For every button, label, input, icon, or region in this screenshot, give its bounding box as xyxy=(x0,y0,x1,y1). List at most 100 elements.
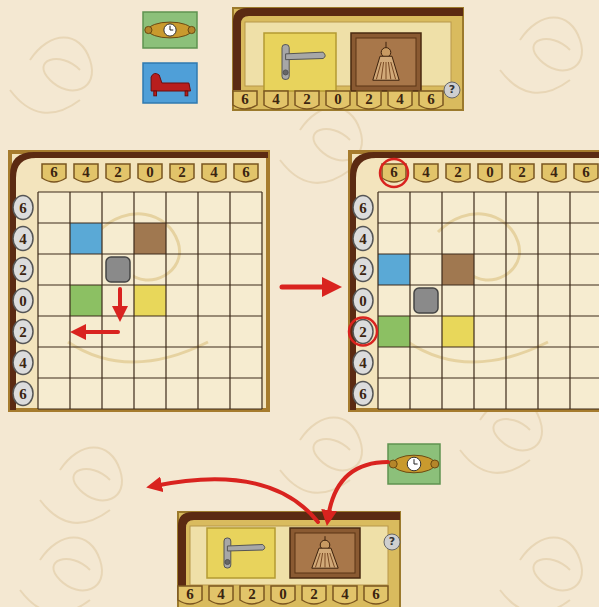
player-board xyxy=(233,8,463,110)
score-number: 4 xyxy=(9,229,37,249)
grid-line xyxy=(378,191,599,192)
score-number: 2 xyxy=(355,89,383,109)
empty-cell xyxy=(411,286,441,315)
yellow-tile xyxy=(264,33,336,91)
grid-line xyxy=(378,315,599,316)
score-number: 0 xyxy=(269,584,297,604)
grid-line xyxy=(378,346,599,347)
board-trim xyxy=(233,8,463,90)
score-number: 6 xyxy=(9,198,37,218)
grid-line xyxy=(377,192,378,409)
sofa-shape xyxy=(151,73,190,91)
tassel-fringe xyxy=(386,62,387,79)
brown-tile xyxy=(290,528,360,578)
score-number: 2 xyxy=(349,260,377,280)
score-number: 4 xyxy=(349,229,377,249)
score-number: 6 xyxy=(176,584,204,604)
score-number: 4 xyxy=(540,162,568,182)
help-mark: ? xyxy=(378,532,406,552)
grid-board xyxy=(350,152,599,410)
board-frame xyxy=(350,152,599,410)
grid-line xyxy=(537,192,538,409)
tassel-fringe xyxy=(327,553,329,567)
tile-out-arrow xyxy=(154,479,318,522)
green-tile xyxy=(70,285,102,316)
grid-line xyxy=(38,222,262,223)
grid-line xyxy=(197,192,198,409)
grid-line xyxy=(378,253,599,254)
blue-tile xyxy=(378,254,410,285)
background-swirl xyxy=(500,70,570,93)
score-number: 6 xyxy=(231,89,259,109)
handle-plate xyxy=(224,538,231,568)
shields xyxy=(13,82,598,604)
score-number: 2 xyxy=(104,162,132,182)
brown-tile xyxy=(351,33,421,91)
score-number: 0 xyxy=(9,291,37,311)
grid-line xyxy=(229,192,230,409)
score-number: 2 xyxy=(9,322,37,342)
blue-tile xyxy=(70,223,102,254)
grid-line xyxy=(101,192,102,409)
grid-line xyxy=(165,192,166,409)
clock-icon xyxy=(389,455,439,473)
score-number: 6 xyxy=(40,162,68,182)
grid-line xyxy=(38,253,262,254)
clock-scroll xyxy=(145,26,152,33)
grid-line xyxy=(37,192,38,409)
grid-board xyxy=(10,152,268,410)
highlight-circle xyxy=(380,159,408,187)
score-number: 6 xyxy=(362,584,390,604)
score-number: 0 xyxy=(136,162,164,182)
sofa-icon xyxy=(151,73,190,95)
handle-plate xyxy=(282,45,289,80)
clock-face xyxy=(407,457,421,471)
background-swirl xyxy=(60,448,122,501)
background-swirl xyxy=(40,538,102,591)
grid-line xyxy=(378,377,599,378)
grid-line xyxy=(569,192,570,409)
clock-scroll xyxy=(431,460,439,468)
background-swirl xyxy=(40,500,110,523)
score-number: 2 xyxy=(293,89,321,109)
grid-line xyxy=(38,191,262,192)
background-swirl xyxy=(520,538,582,591)
brown-tile xyxy=(442,254,474,285)
score-number: 6 xyxy=(572,162,599,182)
board-ornament xyxy=(68,214,208,362)
green-tile xyxy=(388,444,440,484)
score-number: 2 xyxy=(349,322,377,342)
clock-hands xyxy=(414,459,418,464)
tassel-fringe xyxy=(330,553,335,567)
score-number: 4 xyxy=(386,89,414,109)
move-arrow xyxy=(118,289,122,314)
handle-keyhole xyxy=(283,70,288,75)
tassel-icon xyxy=(312,536,338,568)
grid-line xyxy=(378,284,599,285)
tassel-fringe xyxy=(376,62,381,79)
clock-scroll xyxy=(188,26,195,33)
background-swirl xyxy=(30,38,92,91)
score-number: 6 xyxy=(349,384,377,404)
score-number: 2 xyxy=(238,584,266,604)
tassel-fringe xyxy=(381,62,383,79)
sofa-leg xyxy=(185,91,188,96)
sofa-leg xyxy=(154,91,157,96)
background-swirl xyxy=(520,18,582,71)
score-number: 4 xyxy=(412,162,440,182)
score-number: 2 xyxy=(300,584,328,604)
handle-keyhole xyxy=(225,560,230,565)
score-number: 0 xyxy=(349,291,377,311)
score-number: 6 xyxy=(380,162,408,182)
score-number: 6 xyxy=(9,384,37,404)
board-trim xyxy=(178,512,400,589)
start-tile xyxy=(414,288,438,313)
grid-line xyxy=(261,192,262,409)
clock-scroll xyxy=(389,460,397,468)
tassel-fringe xyxy=(320,553,322,567)
yellow-tile xyxy=(442,316,474,347)
brown-tile xyxy=(134,223,166,254)
tassel-fringe xyxy=(325,553,326,567)
grid-line xyxy=(38,284,262,285)
